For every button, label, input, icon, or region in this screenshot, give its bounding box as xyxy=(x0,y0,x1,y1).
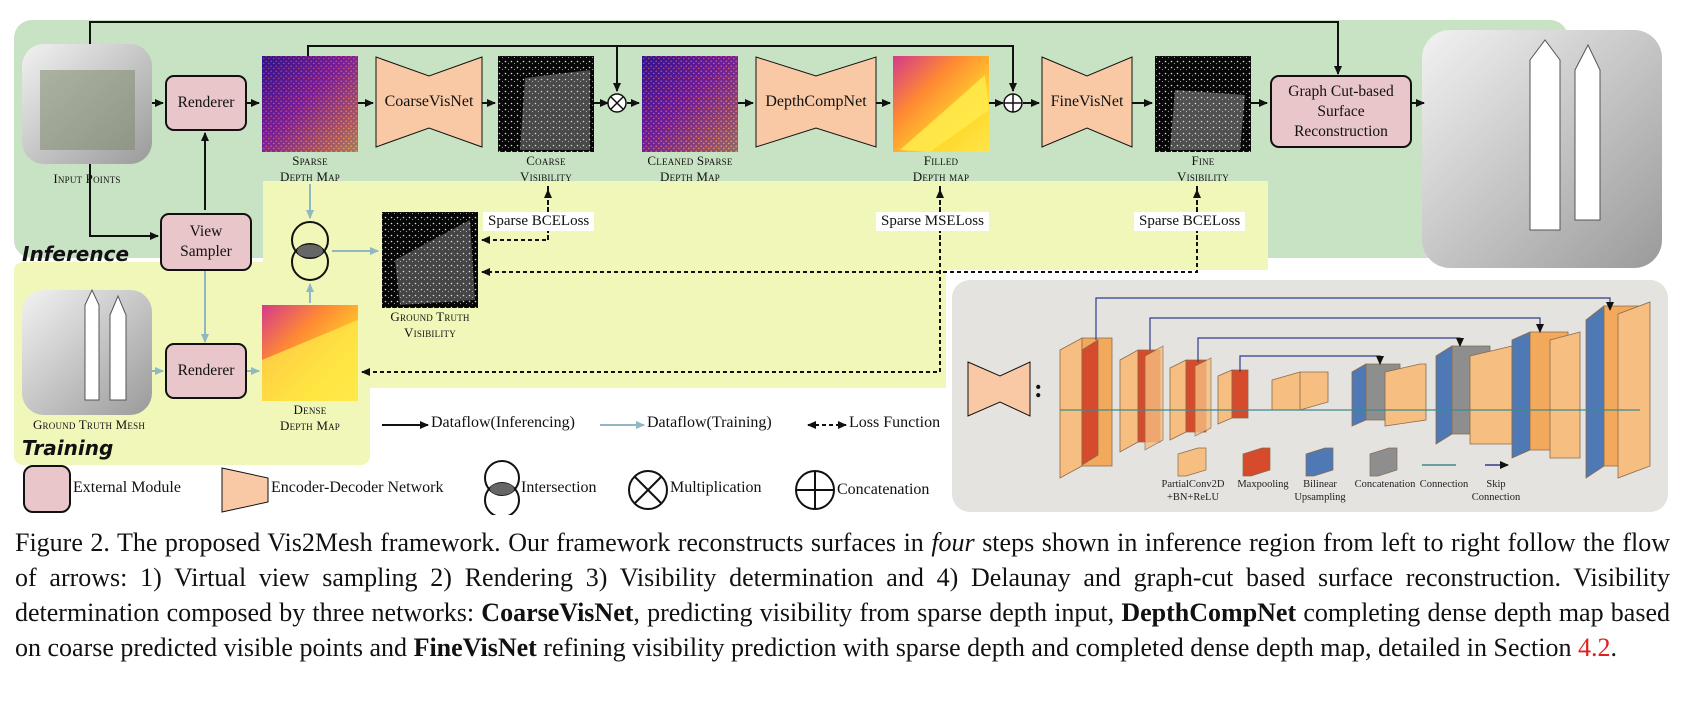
dense-depth-label-1: Dense xyxy=(293,402,327,417)
graph-cut-module: Graph Cut-based Surface Reconstruction xyxy=(1270,75,1412,148)
sparse-depth-label-2: Depth Map xyxy=(279,169,340,184)
legend-encdec-swatch xyxy=(221,467,269,513)
framework-figure: Renderer View Sampler Renderer Graph Cut… xyxy=(14,20,1668,515)
renderer-top: Renderer xyxy=(165,75,247,131)
caption-part-1: Figure 2. The proposed Vis2Mesh framewor… xyxy=(15,528,932,557)
caption-depthcompnet: DepthCompNet xyxy=(1121,598,1297,627)
depthcompnet: DepthCompNet xyxy=(755,56,877,148)
legend-external-module: External Module xyxy=(73,479,181,496)
caption-coarsevisnet: CoarseVisNet xyxy=(481,598,634,627)
legend-intersection-swatch xyxy=(484,460,520,515)
sparse-depth-label-1: Sparse xyxy=(292,153,328,168)
coarsevisnet: CoarseVisNet xyxy=(375,56,483,148)
caption-emphasis: four xyxy=(931,528,975,557)
coarse-bce-loss: Sparse BCELoss xyxy=(483,212,595,231)
section-reference-link[interactable]: 4.2 xyxy=(1578,633,1611,662)
filled-depth-label-1: Filled xyxy=(923,153,959,168)
unet-partialconv-1: PartialConv2D xyxy=(1161,479,1225,490)
legend-intersection: Intersection xyxy=(521,479,597,496)
coarse-visibility-image xyxy=(498,56,594,152)
legend-module-swatch xyxy=(23,465,71,513)
unet-skip-1: Skip xyxy=(1486,479,1506,490)
fine-bce-loss: Sparse BCELoss xyxy=(1134,212,1246,231)
unet-partialconv-2: +BN+ReLU xyxy=(1166,492,1220,503)
unet-encdec-icon xyxy=(967,361,1031,417)
legend-concat-swatch xyxy=(795,470,835,510)
unet-architecture xyxy=(1059,301,1651,479)
unet-skip-2: Connection xyxy=(1471,492,1521,503)
finevisnet: FineVisNet xyxy=(1041,56,1133,148)
concat-op xyxy=(1003,93,1023,113)
coarse-vis-label-2: Visibility xyxy=(520,169,572,184)
gt-vis-label-2: Visibility xyxy=(404,325,456,340)
legend-loss: Loss Function xyxy=(849,414,941,431)
multiply-op xyxy=(607,93,627,113)
caption-part-3: , predicting visibility from sparse dept… xyxy=(633,598,1122,627)
unet-connection: Connection xyxy=(1419,479,1469,490)
legend-multiply-swatch xyxy=(628,470,668,510)
caption-part-5: refining visibility prediction with spar… xyxy=(536,633,1578,662)
gt-visibility-image xyxy=(382,212,478,308)
caption-finevisnet: FineVisNet xyxy=(413,633,537,662)
finevisnet-label: FineVisNet xyxy=(1050,93,1124,110)
unet-bilinear-2: Upsampling xyxy=(1294,492,1346,503)
unet-maxpool: Maxpooling xyxy=(1237,479,1289,490)
cleaned-depth-label-2: Depth Map xyxy=(659,169,720,184)
fine-vis-label-1: Fine xyxy=(1191,153,1215,168)
caption-part-4: completing dense depth map based on coar… xyxy=(15,598,1670,662)
inference-tag: Inference xyxy=(22,242,130,266)
unet-colon: : xyxy=(1034,374,1043,403)
caption-part-2: steps shown in inference region from lef… xyxy=(15,528,1670,627)
legend-encdec: Encoder-Decoder Network xyxy=(271,479,444,496)
legend-concatenation: Concatenation xyxy=(837,481,930,498)
cleaned-depth-label-1: Cleaned Sparse xyxy=(647,153,733,168)
figure-caption: Figure 2. The proposed Vis2Mesh framewor… xyxy=(15,525,1670,665)
coarsevisnet-label: CoarseVisNet xyxy=(384,93,474,110)
diagram-canvas xyxy=(14,20,1668,515)
unet-legend-swatches xyxy=(1177,447,1509,477)
view-sampler: View Sampler xyxy=(160,213,252,271)
training-tag: Training xyxy=(22,436,114,460)
intersection-symbol xyxy=(291,221,329,281)
fine-vis-label-2: Visibility xyxy=(1177,169,1229,184)
input-points-label: Input Points xyxy=(53,171,121,186)
unet-concat: Concatenation xyxy=(1354,479,1416,490)
depth-mse-loss: Sparse MSELoss xyxy=(876,212,989,231)
filled-depth-label-2: Depth map xyxy=(912,169,970,184)
coarse-vis-label-1: Coarse xyxy=(526,153,566,168)
fine-visibility-image xyxy=(1155,56,1251,152)
gt-mesh-label: Ground Truth Mesh xyxy=(32,417,146,432)
depthcompnet-label: DepthCompNet xyxy=(765,93,867,110)
legend-training: Dataflow(Training) xyxy=(647,414,772,431)
legend-inferencing: Dataflow(Inferencing) xyxy=(431,414,575,431)
legend-multiplication: Multiplication xyxy=(670,479,762,496)
unet-bilinear-1: Bilinear xyxy=(1303,479,1337,490)
gt-vis-label-1: Ground Truth xyxy=(390,309,470,324)
dense-depth-label-2: Depth Map xyxy=(279,418,340,433)
caption-part-6: . xyxy=(1610,633,1618,662)
renderer-bottom: Renderer xyxy=(165,343,247,399)
